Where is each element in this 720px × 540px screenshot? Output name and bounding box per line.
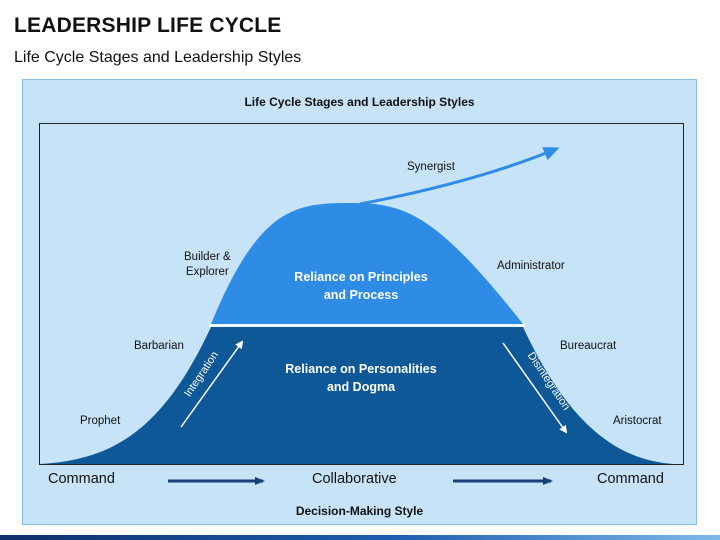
stage-builder-line1: Builder &	[184, 251, 231, 263]
stage-aristocrat: Aristocrat	[613, 415, 662, 427]
upper-region	[211, 203, 523, 324]
upper-region-line1: Reliance on Principles	[294, 270, 428, 284]
decision-style-right: Command	[597, 471, 664, 487]
life-cycle-diagram: Integration Disintegration	[40, 147, 673, 485]
lower-region-line2: and Dogma	[326, 380, 396, 394]
integration-arrow	[180, 340, 244, 428]
upper-region-line2: and Process	[323, 288, 399, 302]
stage-administrator: Administrator	[497, 260, 565, 272]
upper-region-text: Reliance on Principles and Process	[251, 268, 471, 304]
diagram-frame	[39, 123, 684, 465]
stage-bureaucrat: Bureaucrat	[560, 340, 617, 352]
bottom-accent-bar	[0, 535, 720, 540]
page-title: LEADERSHIP LIFE CYCLE	[14, 14, 282, 37]
stage-builder-line2: Explorer	[185, 266, 229, 278]
stage-prophet: Prophet	[80, 415, 121, 427]
decision-style-center: Collaborative	[312, 471, 397, 487]
stage-synergist: Synergist	[407, 161, 455, 173]
page-subtitle: Life Cycle Stages and Leadership Styles	[14, 49, 302, 66]
lower-region-text: Reliance on Personalities and Dogma	[251, 360, 471, 396]
footer-title: Decision-Making Style	[295, 504, 424, 518]
stage-barbarian: Barbarian	[134, 340, 184, 352]
lower-region	[40, 327, 673, 464]
decision-style-left: Command	[48, 471, 115, 487]
disintegration-arrow	[502, 342, 568, 434]
synergist-arrow	[359, 147, 560, 206]
lower-region-line1: Reliance on Personalities	[285, 362, 437, 376]
panel-title: Life Cycle Stages and Leadership Styles	[244, 95, 475, 109]
stage-builder-explorer: Builder & Explorer	[184, 250, 231, 280]
diagram-panel: Life Cycle Stages and Leadership Styles …	[22, 79, 697, 525]
